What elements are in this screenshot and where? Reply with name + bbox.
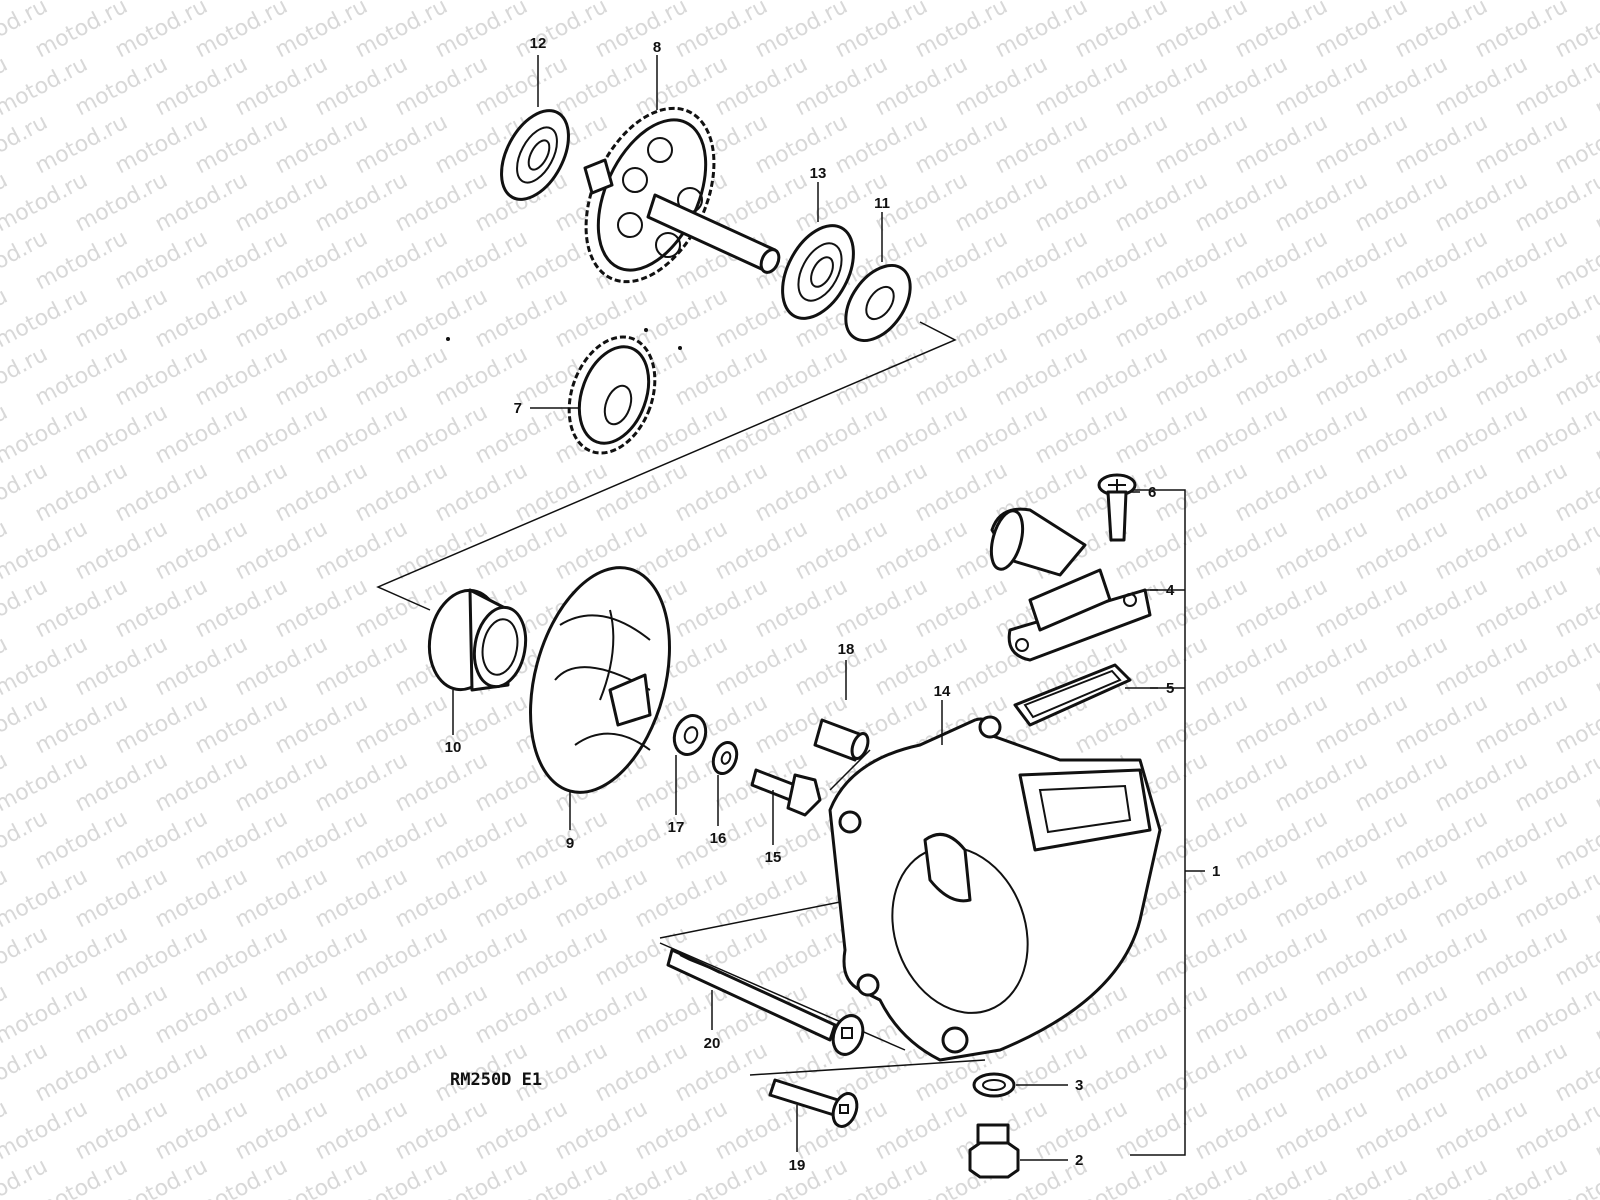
watermark-text: motod.ru [0,0,92,5]
short-bolt-19 [768,1078,859,1128]
callout-7: 7 [514,400,522,417]
bearing-13 [781,224,855,320]
callout-16: 16 [710,830,727,847]
callout-19: 19 [789,1157,806,1174]
callout-14: 14 [934,683,951,700]
pump-shaft-gear-8 [583,106,781,284]
callout-17: 17 [668,819,685,836]
bolt19-guide [749,1059,986,1076]
drain-plug-2 [968,1123,1020,1179]
drive-gear-7 [567,335,657,455]
callout-8: 8 [653,39,661,56]
washer-17 [672,714,708,756]
callout-18: 18 [838,641,855,658]
model-code-label: RM250D E1 [450,1070,542,1090]
callout-13: 13 [810,165,827,182]
callout-12: 12 [530,35,547,52]
pump-housing-14 [828,715,1162,1062]
callout-9: 9 [566,835,574,852]
leader-lines [452,55,1158,1161]
oil-seal-11 [844,264,912,342]
print-dots [446,328,682,350]
gasket-5 [1013,663,1132,727]
callout-2: 2 [1075,1152,1083,1169]
shaft-axis-guide [376,321,957,611]
washer-16 [711,741,739,775]
callout-6: 6 [1148,484,1156,501]
callout-20: 20 [704,1035,721,1052]
callout-4: 4 [1166,582,1175,599]
washer-3 [972,1072,1016,1098]
bracket-line [1130,489,1186,1156]
callout-labels: 12 8 13 11 7 6 4 5 18 14 10 9 17 16 15 1… [445,35,1221,1174]
callout-10: 10 [445,739,462,756]
long-bolt-20 [666,948,865,1056]
mechanical-seal-10 [427,588,528,692]
callout-11: 11 [874,195,890,212]
dowel-bushing-18 [813,718,870,762]
callout-3: 3 [1075,1077,1083,1094]
watermark-text: motod.ru [1591,0,1600,5]
callout-15: 15 [765,849,782,866]
screw-6 [1097,473,1137,542]
impeller-bolt-15 [750,768,822,817]
bushing-guide [829,749,871,791]
callout-5: 5 [1166,680,1174,697]
assembly-bracket [1130,489,1205,1156]
callout-1: 1 [1212,863,1220,880]
bearing-12 [500,109,570,201]
outlet-elbow-4 [989,507,1152,662]
impeller-9 [529,566,671,794]
